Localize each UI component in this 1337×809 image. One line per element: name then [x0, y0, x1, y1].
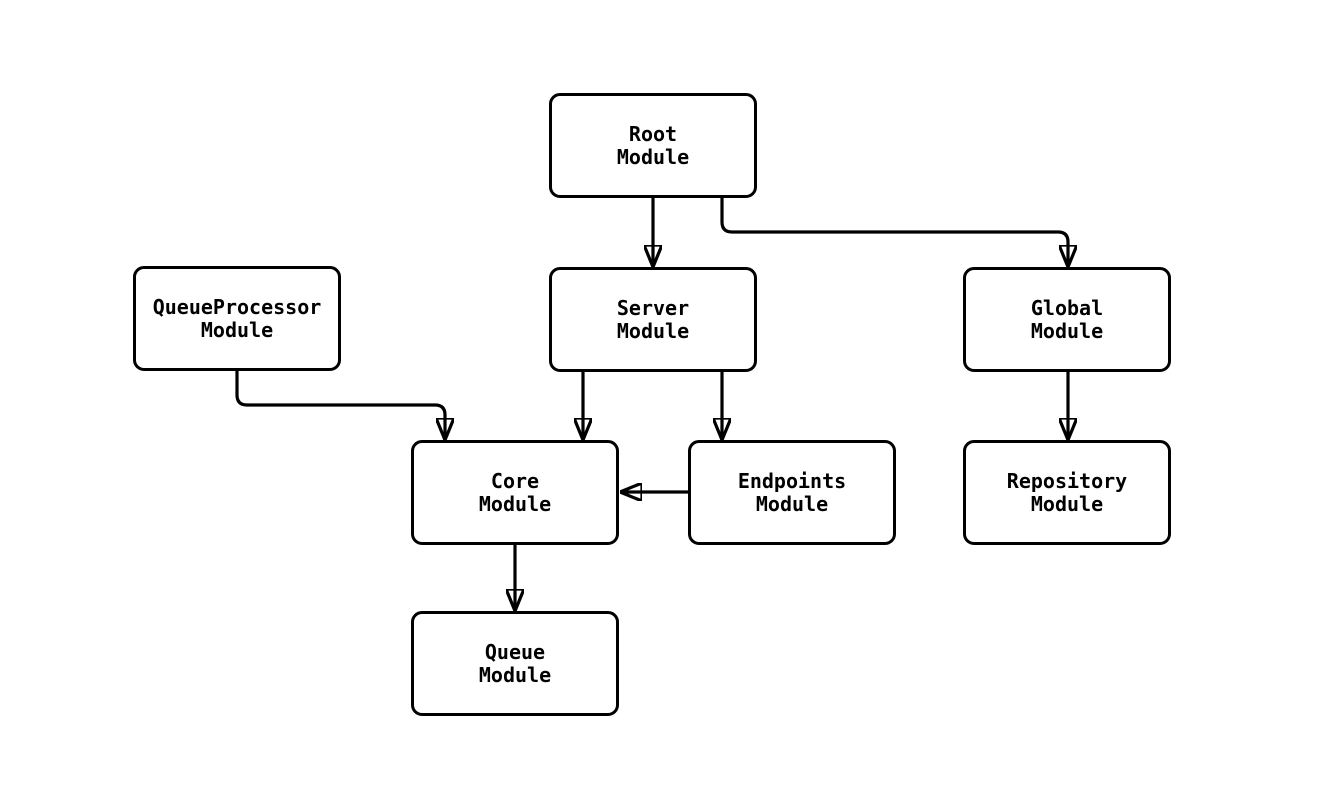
- node-root-module-label: Root Module: [616, 121, 690, 169]
- node-queueprocessor-module-label: QueueProcessor Module: [152, 294, 322, 342]
- node-core-module-label: Core Module: [478, 468, 552, 516]
- node-server-module-label: Server Module: [616, 295, 690, 343]
- node-core-module: Core Module: [411, 440, 619, 545]
- node-global-module-label: Global Module: [1030, 295, 1104, 343]
- node-server-module: Server Module: [549, 267, 757, 372]
- node-root-module: Root Module: [549, 93, 757, 198]
- node-repository-module: Repository Module: [963, 440, 1171, 545]
- node-queueprocessor-module: QueueProcessor Module: [133, 266, 341, 371]
- edge-root-global: [720, 198, 1068, 266]
- edge-queueprocessor-core: [235, 371, 445, 439]
- node-endpoints-module: Endpoints Module: [688, 440, 896, 545]
- node-endpoints-module-label: Endpoints Module: [737, 468, 847, 516]
- node-queue-module: Queue Module: [411, 611, 619, 716]
- node-queue-module-label: Queue Module: [478, 639, 552, 687]
- node-global-module: Global Module: [963, 267, 1171, 372]
- node-repository-module-label: Repository Module: [1006, 468, 1128, 516]
